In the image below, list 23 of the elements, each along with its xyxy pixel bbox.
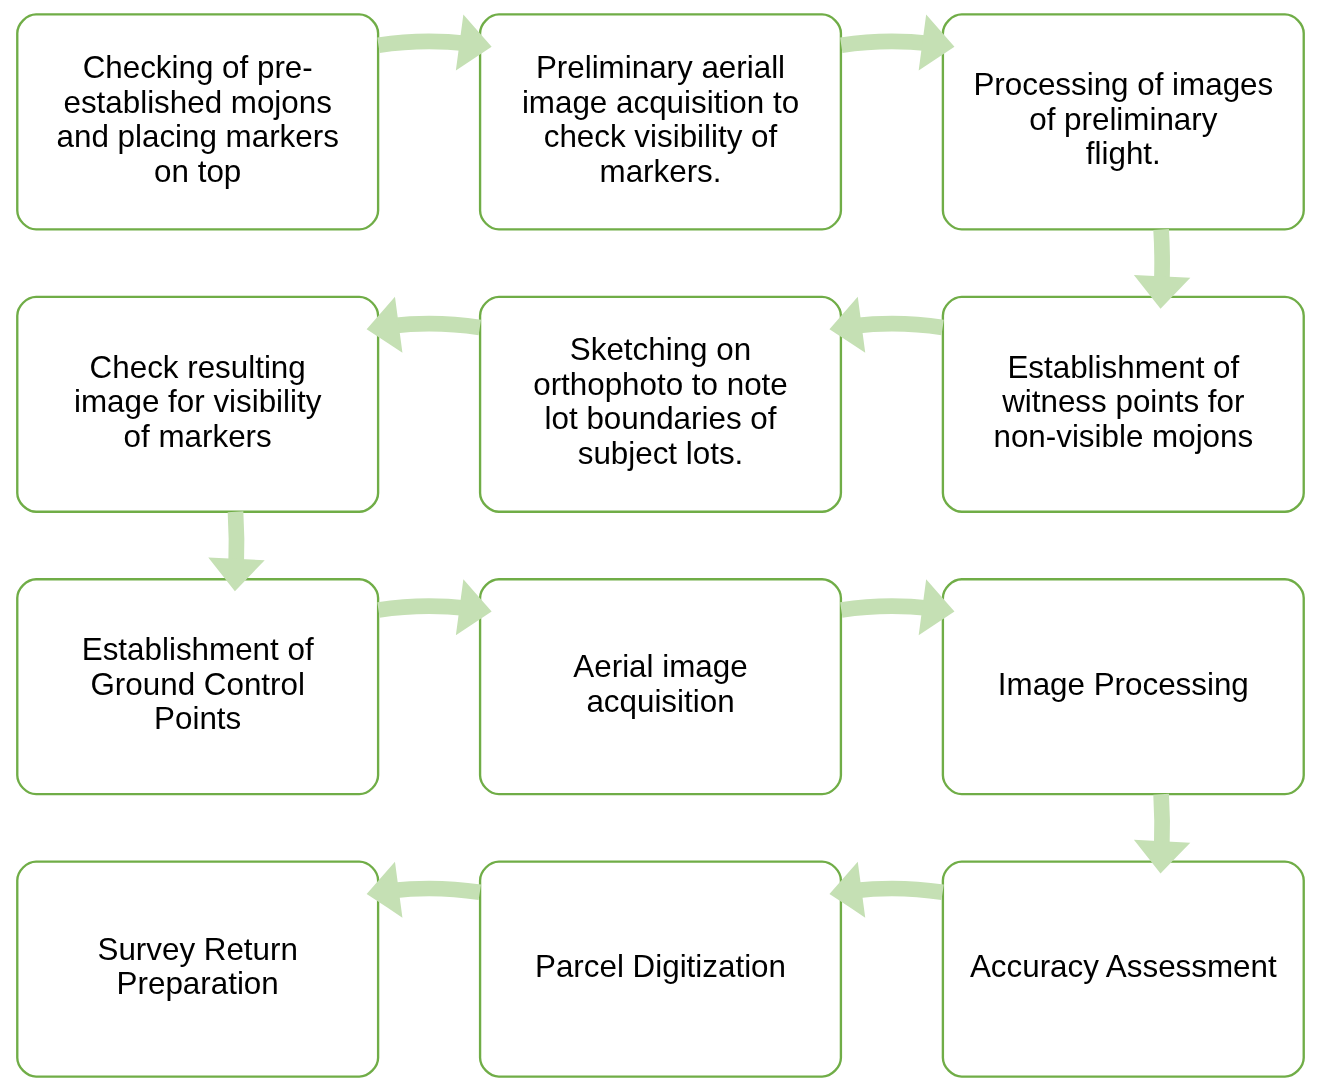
node-box: Parcel Digitization xyxy=(478,860,842,1078)
node-box: Survey Return Preparation xyxy=(15,860,379,1078)
arrow xyxy=(376,14,492,71)
node-box: Aerial image acquisition xyxy=(478,578,842,796)
arrow xyxy=(366,296,481,353)
arrow xyxy=(207,511,265,592)
node-box: Accuracy Assessment xyxy=(941,860,1305,1078)
arrow xyxy=(839,579,954,636)
arrow xyxy=(1133,229,1190,309)
arrow xyxy=(1133,793,1190,874)
arrow xyxy=(839,14,954,71)
node-box: Establishment of Ground Control Points xyxy=(15,578,379,796)
node-box: Checking of pre-established mojons and placing markers on top xyxy=(15,13,379,231)
node-box: Establishment of witness points for non-visible mojons xyxy=(941,295,1305,513)
arrow xyxy=(366,861,481,918)
node-box: Processing of images of preliminary flight. xyxy=(941,13,1305,231)
node-box: Sketching on orthophoto to note lot boundaries of subject lots. xyxy=(478,295,842,513)
node-box: Preliminary aeriall image acquisition to check visibility of markers. xyxy=(478,13,842,231)
arrow xyxy=(828,296,944,353)
node-box: Check resulting image for visibility of markers xyxy=(15,295,379,513)
arrow xyxy=(828,861,944,918)
arrow xyxy=(376,579,492,636)
node-box: Image Processing xyxy=(941,578,1305,796)
